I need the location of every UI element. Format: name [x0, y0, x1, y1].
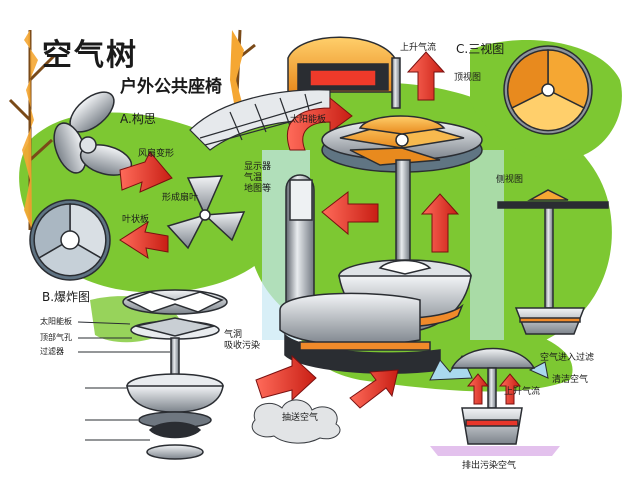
bench-seat — [279, 292, 441, 374]
note-dirty-air: 抽送空气 — [282, 413, 319, 423]
title-main: 空气树 — [42, 38, 138, 73]
note-leaf: 叶状板 — [122, 215, 150, 225]
concept-arrows — [119, 151, 173, 260]
sensor-column — [285, 174, 315, 321]
note-vent: 气洞 吸收污染 — [224, 330, 261, 351]
title-sub: 户外公共座椅 — [120, 77, 222, 97]
note-fan-shape: 形成扇叶 — [162, 193, 199, 203]
note-rising-air-top: 上升气流 — [400, 43, 437, 53]
main-canopy-top-blades — [358, 115, 446, 135]
smoke-clouds — [251, 399, 341, 444]
exploded-leaders — [77, 321, 170, 441]
tree-leaves-right — [230, 30, 244, 115]
exploded-label-vent: 顶部气孔 — [40, 333, 72, 342]
note-air-intake: 空气进入过滤 — [540, 353, 595, 363]
exploded-label-filter: 过滤器 — [40, 347, 64, 356]
concept-fan-propeller — [53, 91, 133, 176]
note-rising-air-small: 上升气流 — [504, 387, 541, 397]
bottom-red-arrows — [255, 354, 399, 409]
note-pollutant: 排出污染空气 — [462, 461, 517, 471]
exploded-view — [122, 289, 228, 460]
top-view-label: 顶视图 — [454, 73, 482, 83]
tree-leaves-left — [22, 30, 38, 230]
section-c-label: C.三视图 — [456, 42, 505, 56]
concept-leaf-disc — [29, 199, 111, 281]
top-view-disc — [503, 45, 593, 135]
note-solar-panel: 太阳能板 — [290, 115, 327, 125]
note-wind-deform: 风扇变形 — [138, 149, 175, 159]
arrow-curve-left — [286, 96, 353, 151]
stem-arrows — [321, 190, 460, 253]
side-view-label: 侧视图 — [496, 175, 524, 185]
concept-three-blade — [166, 175, 246, 250]
side-view — [497, 189, 609, 335]
section-b-label: B.爆炸图 — [42, 290, 91, 304]
note-sensors: 显示器 气温 地图等 — [244, 162, 272, 194]
purple-ground — [430, 446, 560, 456]
section-a-label: A.构思 — [120, 112, 156, 126]
small-unit-arrows — [466, 373, 522, 405]
note-clean-air: 清洁空气 — [552, 375, 589, 385]
exploded-label-solar: 太阳能板 — [40, 317, 72, 326]
arrow-up-canopy — [406, 51, 446, 101]
small-umbrella-unit — [450, 347, 536, 445]
solar-canopy-top — [287, 36, 397, 93]
